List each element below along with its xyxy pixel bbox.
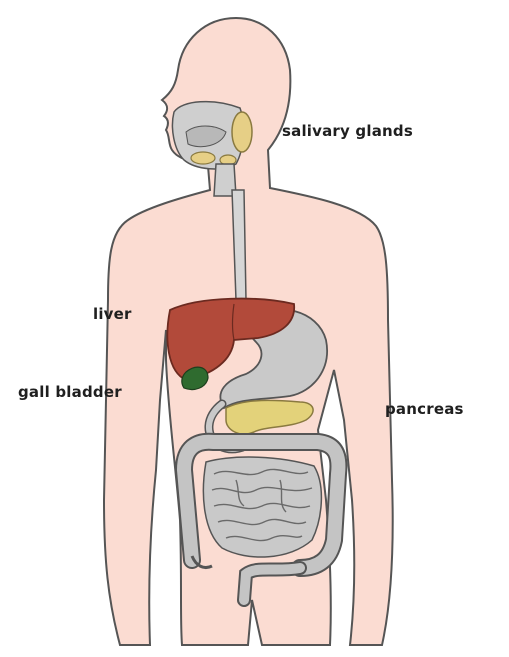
label-pancreas: pancreas <box>385 400 464 418</box>
label-liver: liver <box>93 305 132 323</box>
label-salivary-glands: salivary glands <box>282 122 413 140</box>
salivary-gland-sublingual <box>191 152 215 164</box>
salivary-gland-parotid <box>232 112 252 152</box>
label-gall-bladder: gall bladder <box>18 383 122 401</box>
